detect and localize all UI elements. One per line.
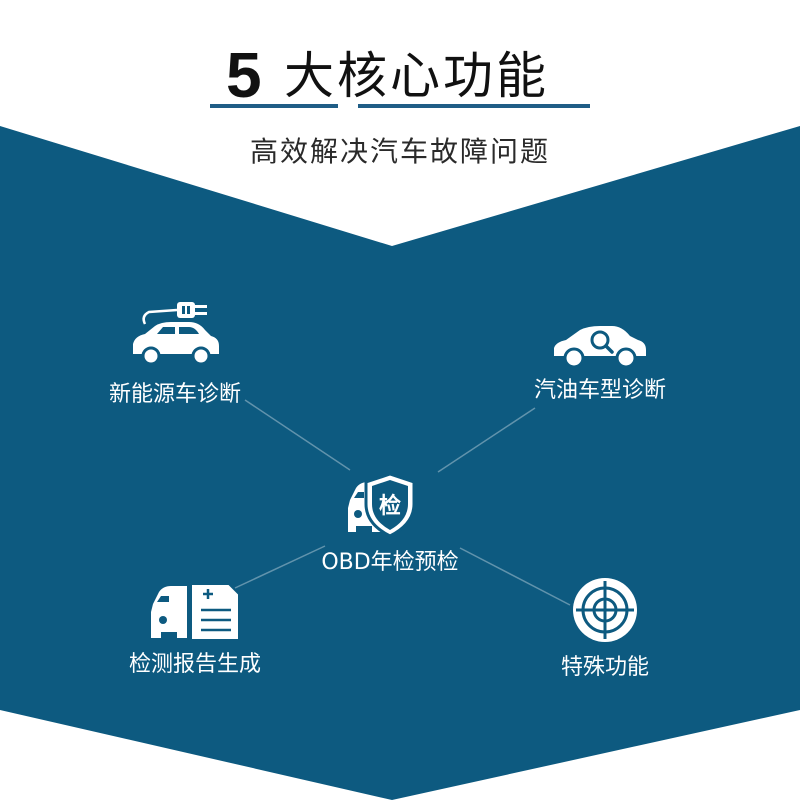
- feature-report-generation: 检测报告生成: [105, 580, 285, 680]
- feature-fuel-label: 汽油车型诊断: [533, 378, 666, 403]
- feature-special-label: 特殊功能: [560, 655, 649, 680]
- car-shield-icon: 检: [348, 472, 416, 538]
- feature-ev-label: 新能源车诊断: [108, 382, 241, 407]
- title-block: 5 大核心功能: [0, 28, 800, 111]
- feature-obd-label: OBD年检预检: [321, 550, 459, 575]
- feature-fuel-diagnosis: 汽油车型诊断: [515, 318, 685, 406]
- feature-report-label: 检测报告生成: [128, 652, 261, 677]
- title-underline-left: [210, 104, 338, 108]
- feature-special-functions: 特殊功能: [520, 575, 690, 683]
- page-subtitle: 高效解决汽车故障问题: [249, 135, 550, 168]
- title-number: 5: [226, 39, 262, 111]
- feature-ev-diagnosis: 新能源车诊断: [100, 296, 250, 410]
- car-report-icon: [151, 583, 240, 641]
- feature-obd-precheck: 检 OBD年检预检: [300, 470, 480, 578]
- obd-badge-text: 检: [379, 493, 401, 519]
- page-title: 大核心功能: [284, 47, 549, 105]
- ev-car-plug-icon: [133, 302, 219, 366]
- target-crosshair-icon: [573, 578, 637, 642]
- title-underline-right: [358, 104, 590, 108]
- car-search-icon: [554, 326, 646, 368]
